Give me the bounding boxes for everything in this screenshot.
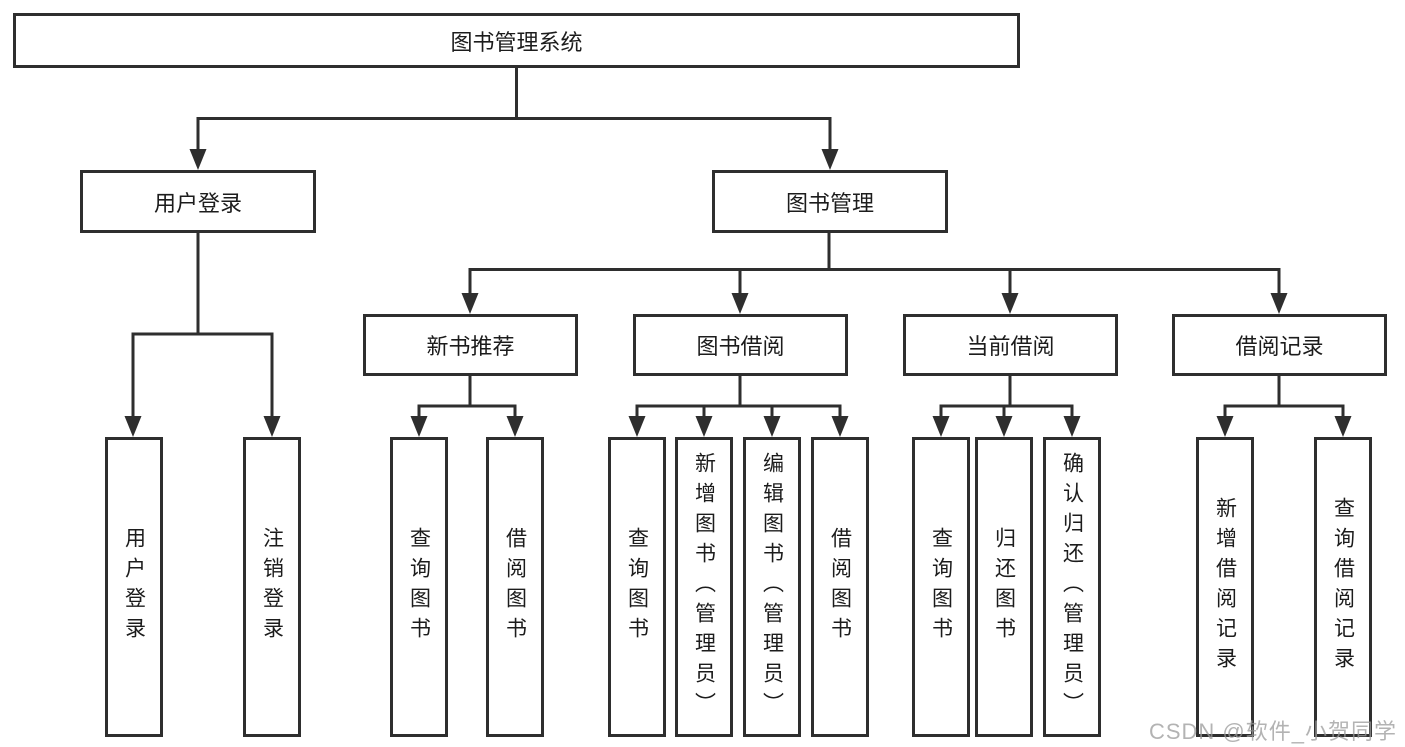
arrowhead xyxy=(263,416,281,437)
node-current-borrow: 当前借阅 xyxy=(903,314,1118,376)
arrowhead xyxy=(995,416,1013,437)
node-leaf-query-book: 查询图书 xyxy=(608,437,666,737)
arrowhead xyxy=(189,149,207,170)
node-leaf-add-borrow-record: 新增借阅记录 xyxy=(1196,437,1254,737)
connector-user-login-children xyxy=(131,233,274,418)
arrowhead xyxy=(461,293,479,314)
arrowhead xyxy=(506,416,524,437)
arrowhead xyxy=(932,416,950,437)
arrowhead xyxy=(410,416,428,437)
arrowhead xyxy=(695,416,713,437)
arrowhead xyxy=(763,416,781,437)
node-leaf-borrow-book: 借阅图书 xyxy=(486,437,544,737)
node-leaf-logout: 注销登录 xyxy=(243,437,301,737)
node-leaf-edit-book-admin: 编辑图书（管理员） xyxy=(743,437,801,737)
arrowhead xyxy=(1216,416,1234,437)
arrowhead xyxy=(124,416,142,437)
arrowhead xyxy=(1063,416,1081,437)
node-leaf-query-book: 查询图书 xyxy=(912,437,970,737)
arrowhead xyxy=(628,416,646,437)
node-leaf-query-borrow-record: 查询借阅记录 xyxy=(1314,437,1372,737)
node-borrow-records: 借阅记录 xyxy=(1172,314,1387,376)
connector-book-mgmt-children xyxy=(468,233,1281,296)
node-leaf-add-book-admin: 新增图书（管理员） xyxy=(675,437,733,737)
connector-new-book-rec-children xyxy=(417,376,517,420)
node-leaf-user-login: 用户登录 xyxy=(105,437,163,737)
connector-root-to-level2 xyxy=(196,68,832,152)
arrowhead xyxy=(821,149,839,170)
node-leaf-return-book: 归还图书 xyxy=(975,437,1033,737)
node-root-title: 图书管理系统 xyxy=(13,13,1020,68)
connector-current-borrow-children xyxy=(939,376,1074,420)
arrowhead xyxy=(831,416,849,437)
arrowhead xyxy=(731,293,749,314)
arrowhead xyxy=(1001,293,1019,314)
connector-borrow-records-children xyxy=(1223,376,1345,420)
node-book-borrow: 图书借阅 xyxy=(633,314,848,376)
csdn-watermark: CSDN @软件_小贺同学 xyxy=(1148,719,1397,744)
node-book-mgmt: 图书管理 xyxy=(712,170,948,233)
node-leaf-confirm-return-admin: 确认归还（管理员） xyxy=(1043,437,1101,737)
node-leaf-borrow-book: 借阅图书 xyxy=(811,437,869,737)
node-user-login: 用户登录 xyxy=(80,170,316,233)
arrowhead xyxy=(1270,293,1288,314)
node-new-book-rec: 新书推荐 xyxy=(363,314,578,376)
node-leaf-query-book: 查询图书 xyxy=(390,437,448,737)
arrowhead xyxy=(1334,416,1352,437)
connector-book-borrow-children xyxy=(635,376,842,420)
